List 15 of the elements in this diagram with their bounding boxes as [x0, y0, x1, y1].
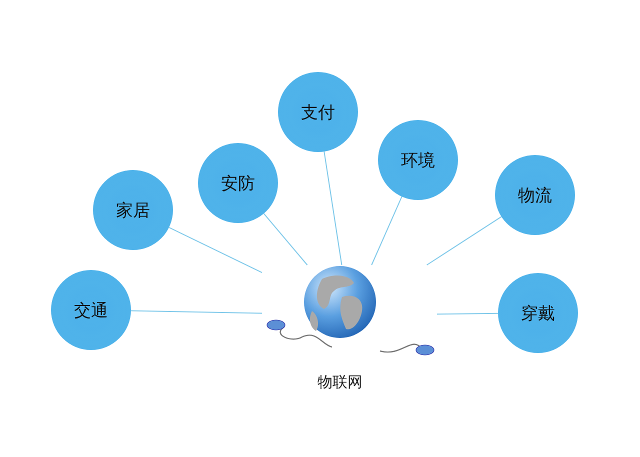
connector-line	[426, 216, 502, 266]
topic-label: 安防	[221, 172, 255, 194]
connector-line	[436, 312, 498, 315]
caption-label: 物联网	[318, 373, 362, 392]
topic-label: 物流	[518, 184, 552, 206]
connector-line	[168, 226, 262, 274]
connector-line	[130, 310, 262, 314]
topic-label: 穿戴	[521, 302, 555, 324]
connector-line	[371, 196, 402, 266]
topic-label: 环境	[401, 150, 435, 172]
topic-label: 家居	[116, 200, 150, 222]
connector-line	[324, 151, 342, 266]
connector-line	[263, 213, 308, 266]
topic-label: 支付	[301, 102, 335, 124]
topic-label: 交通	[74, 300, 108, 322]
